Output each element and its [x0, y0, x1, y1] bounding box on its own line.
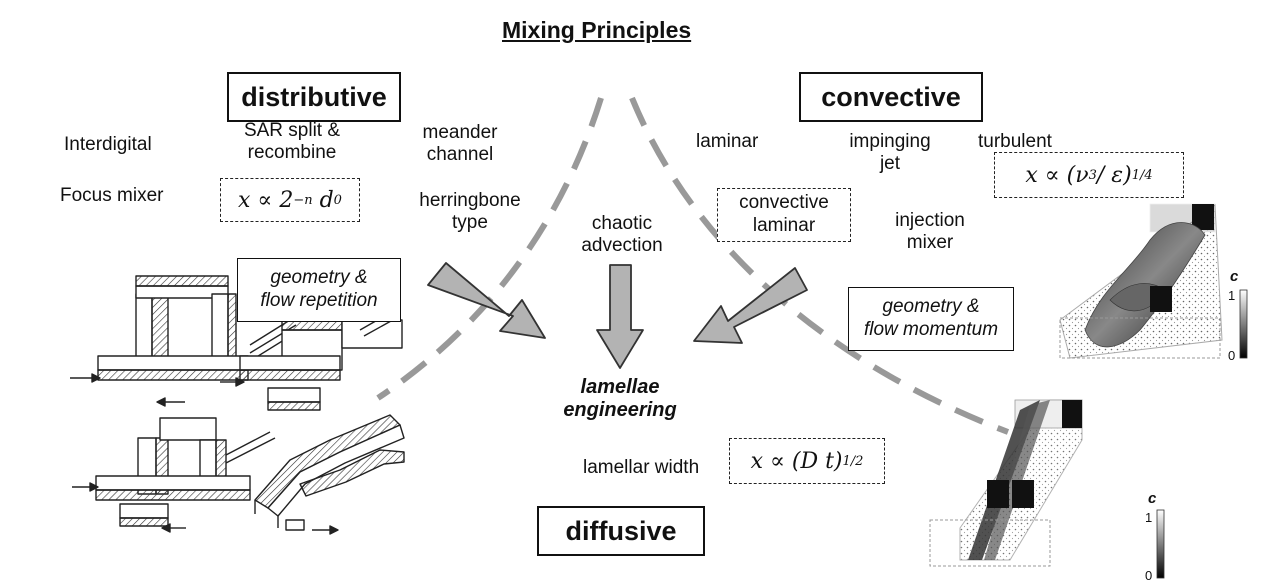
colorbar-1-label: c — [1230, 268, 1239, 285]
formula-diffusive-exponent: 1/2 — [842, 453, 864, 469]
box-convective-laminar-line1: convective — [739, 192, 829, 214]
principle-box-distributive: geometry & flow repetition — [237, 258, 401, 322]
label-meander-line2: channel — [426, 143, 494, 165]
colorbar-2-max: 1 — [1145, 510, 1153, 525]
arrow-right — [693, 267, 808, 344]
label-lamellae-line1: lamellae — [580, 376, 660, 398]
category-box-diffusive: diffusive — [537, 506, 705, 556]
label-sar: SAR split & recombine — [222, 120, 362, 164]
formula-convective-base: x ∝ (ν — [1025, 162, 1089, 188]
formula-diffusive: x ∝ (D t)1/2 — [729, 438, 885, 484]
principle-distributive-line2: flow repetition — [260, 290, 378, 311]
formula-convective-exponent: 1/4 — [1131, 167, 1153, 183]
principle-distributive-line1: geometry & — [270, 267, 368, 289]
colorbar-1 — [1239, 289, 1248, 359]
colorbar-1-max: 1 — [1228, 288, 1236, 303]
colorbar-1-min: 0 — [1228, 348, 1236, 363]
label-impinging-line2: jet — [879, 152, 901, 174]
label-lamellar-width: lamellar width — [583, 457, 700, 478]
laminar-side-block-1 — [987, 480, 1009, 508]
principle-box-convective: geometry & flow momentum — [848, 287, 1014, 351]
label-laminar: laminar — [696, 131, 759, 152]
arrow-left — [427, 262, 546, 339]
colorbar-2-label: c — [1148, 490, 1157, 507]
arrow-center — [596, 264, 644, 369]
diagram-title: Mixing Principles — [502, 17, 692, 43]
category-box-distributive: distributive — [227, 72, 401, 122]
label-injection-mixer: injection mixer — [870, 210, 990, 254]
label-herringbone-line1: herringbone — [419, 190, 521, 211]
label-injection-line1: injection — [895, 210, 965, 231]
label-lamellae-line2: engineering — [563, 399, 677, 421]
formula-distributive-variable: d — [319, 187, 334, 213]
laminar-inlet-block — [1062, 400, 1082, 428]
label-impinging-line1: impinging — [849, 131, 931, 152]
label-sar-line1: SAR split & — [243, 120, 341, 141]
label-meander: meander channel — [400, 122, 520, 166]
label-chaotic-line1: chaotic — [591, 213, 653, 234]
formula-distributive-subscript: 0 — [333, 192, 342, 208]
inlet-arrows — [70, 373, 339, 535]
formula-distributive-exponent: −n — [293, 192, 313, 208]
mixer-drawing-split — [95, 417, 276, 527]
label-sar-line2: recombine — [247, 141, 337, 163]
label-impinging-jet: impinging jet — [830, 131, 950, 175]
colorbar-2 — [1156, 509, 1165, 579]
flow-arrows — [427, 262, 808, 369]
formula-convective-middle: / ε) — [1096, 162, 1132, 188]
formula-diffusive-base: x ∝ (D t) — [750, 448, 843, 474]
label-chaotic-advection: chaotic advection — [562, 213, 682, 257]
jet-inlet-block — [1192, 204, 1214, 230]
laminar-side-block-2 — [1012, 480, 1034, 508]
mixer-drawing-herringbone — [254, 414, 405, 531]
label-chaotic-line2: advection — [581, 234, 663, 256]
label-injection-line2: mixer — [906, 231, 954, 253]
formula-distributive-base: x ∝ 2 — [238, 187, 294, 213]
simulation-turbulent-render — [1059, 203, 1248, 359]
category-box-convective: convective — [799, 72, 983, 122]
simulation-laminar-render — [929, 399, 1165, 579]
principle-convective-line2: flow momentum — [863, 319, 999, 340]
box-convective-laminar-line2: laminar — [752, 215, 816, 236]
label-meander-line1: meander — [422, 122, 498, 143]
label-herringbone-line2: type — [452, 211, 488, 233]
box-convective-laminar: convective laminar — [717, 188, 851, 242]
micromixer-drawings — [70, 275, 405, 535]
label-interdigital: Interdigital — [64, 134, 152, 155]
divider-left-curve — [376, 97, 604, 401]
formula-convective-exponent-3: 3 — [1088, 167, 1097, 183]
jet-outlet-block — [1150, 286, 1172, 312]
label-lamellae-engineering: lamellae engineering — [545, 376, 695, 422]
label-turbulent: turbulent — [978, 131, 1052, 152]
principle-convective-line1: geometry & — [882, 296, 980, 318]
label-focus-mixer: Focus mixer — [60, 185, 164, 206]
colorbar-2-min: 0 — [1145, 568, 1153, 583]
label-herringbone: herringbone type — [400, 190, 540, 234]
